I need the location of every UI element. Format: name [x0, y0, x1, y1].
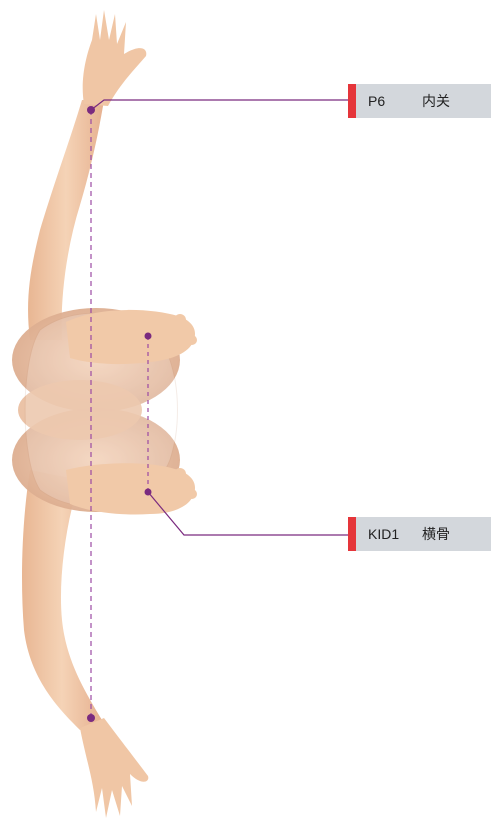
label-code: KID1 [356, 526, 418, 542]
lower-toe-3 [187, 489, 197, 499]
label-code: P6 [356, 93, 418, 109]
label-accent-bar [348, 84, 356, 118]
lower-hand [80, 718, 148, 818]
upper-toe-1 [174, 314, 186, 326]
label-name: 横骨 [418, 524, 450, 544]
point-upper-foot-marker [145, 333, 152, 340]
point-lower-wrist-marker [87, 714, 95, 722]
upper-toe-3 [187, 335, 197, 345]
upper-arm [28, 100, 104, 340]
upper-toe-2 [183, 325, 193, 335]
label-kid1: KID1 横骨 [348, 517, 491, 551]
label-name: 内关 [418, 91, 450, 111]
leader-line-p6 [91, 100, 348, 110]
label-p6: P6 内关 [348, 84, 491, 118]
lower-toe-1 [174, 468, 186, 480]
lower-toe-2 [183, 479, 193, 489]
label-accent-bar [348, 517, 356, 551]
upper-hand [83, 10, 147, 106]
